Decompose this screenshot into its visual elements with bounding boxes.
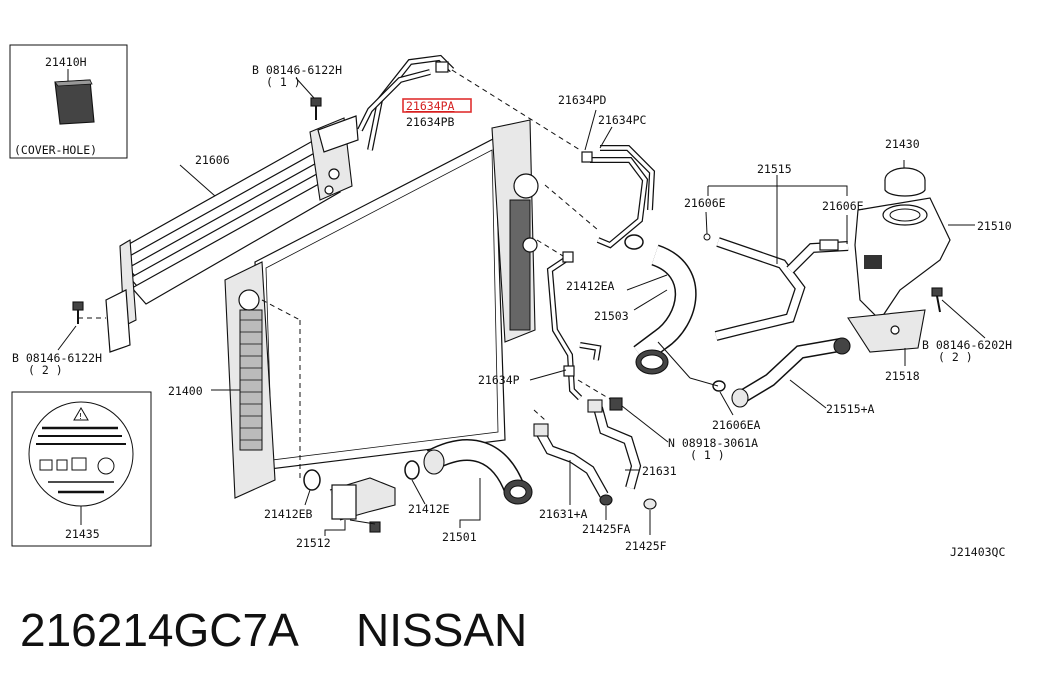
- reservoir-tank-21510: [854, 167, 951, 321]
- label-21606EA: 21606EA: [712, 418, 761, 432]
- label-bolt-right-qty: ( 2 ): [938, 350, 973, 364]
- cover-hole-part: [54, 79, 95, 125]
- cap-label-inset: ! 21435: [11, 391, 152, 547]
- label-bolt-top-qty: ( 1 ): [266, 75, 301, 89]
- caption-part-number: 216214GC7A: [20, 604, 299, 656]
- label-21606E-left: 21606E: [684, 196, 726, 210]
- label-21412E: 21412E: [408, 502, 450, 516]
- label-nut-qty: ( 1 ): [690, 448, 725, 462]
- bracket-21518: [847, 309, 926, 353]
- label-21425FA: 21425FA: [582, 522, 631, 536]
- radiator-21400: [224, 119, 539, 499]
- label-21400: 21400: [168, 384, 203, 398]
- label-nut: N 08918-3061A: [668, 436, 758, 450]
- hose-21515: [703, 233, 849, 341]
- label-21634PD: 21634PD: [558, 93, 607, 107]
- label-bolt-right: B 08146-6202H: [922, 338, 1012, 352]
- bolt-left: [72, 301, 106, 324]
- clamp-21425FA: [599, 494, 613, 506]
- label-21631A: 21631+A: [539, 507, 588, 521]
- clamp-21425F: [643, 498, 657, 510]
- label-21412EA: 21412EA: [566, 279, 615, 293]
- pipe-21634PC: [581, 145, 656, 249]
- label-21412EB: 21412EB: [264, 507, 313, 521]
- diagram-id: J21403QC: [950, 545, 1005, 559]
- label-21606: 21606: [195, 153, 230, 167]
- label-bolt-left: B 08146-6122H: [12, 351, 102, 365]
- caption-brand: NISSAN: [356, 604, 527, 656]
- cover-hole-label: (COVER-HOLE): [14, 143, 97, 157]
- bolt-top: [310, 97, 322, 120]
- label-21510: 21510: [977, 219, 1012, 233]
- label-21634PC: 21634PC: [598, 113, 647, 127]
- label-21512: 21512: [296, 536, 331, 550]
- warning-triangle-icon: [73, 407, 89, 421]
- oil-cooler-21606: [105, 115, 359, 353]
- label-21634P: 21634P: [478, 373, 520, 387]
- hose-21503: [624, 234, 697, 375]
- nut: [609, 397, 623, 411]
- label-21501: 21501: [442, 530, 477, 544]
- label-bolt-top: B 08146-6122H: [252, 63, 342, 77]
- label-21515A: 21515+A: [826, 402, 875, 416]
- hose-21501: [404, 439, 533, 505]
- pipe-21634PA: [357, 54, 455, 151]
- label-21634PA-highlighted: 21634PA: [406, 99, 455, 113]
- label-21410H: 21410H: [45, 55, 87, 69]
- label-21503: 21503: [594, 309, 629, 323]
- label-21430: 21430: [885, 137, 920, 151]
- label-21515: 21515: [757, 162, 792, 176]
- label-bolt-left-qty: ( 2 ): [28, 363, 63, 377]
- pipe-21634P: [546, 251, 602, 401]
- label-21435: 21435: [65, 527, 100, 541]
- bolt-right: [931, 287, 943, 313]
- label-21634PB: 21634PB: [406, 115, 455, 129]
- label-21631: 21631: [642, 464, 677, 478]
- hose-21631: [587, 399, 642, 490]
- svg-text:!: !: [79, 412, 82, 421]
- highlight-box-21634PA: [402, 98, 472, 113]
- label-21518: 21518: [885, 369, 920, 383]
- hose-21631A: [533, 423, 609, 498]
- label-21425F: 21425F: [625, 539, 667, 553]
- hose-21515A: [712, 337, 851, 408]
- cover-hole-inset: 21410H (COVER-HOLE): [9, 44, 128, 159]
- outlet-21512: [303, 469, 396, 533]
- label-21606E-right: 21606E: [822, 199, 864, 213]
